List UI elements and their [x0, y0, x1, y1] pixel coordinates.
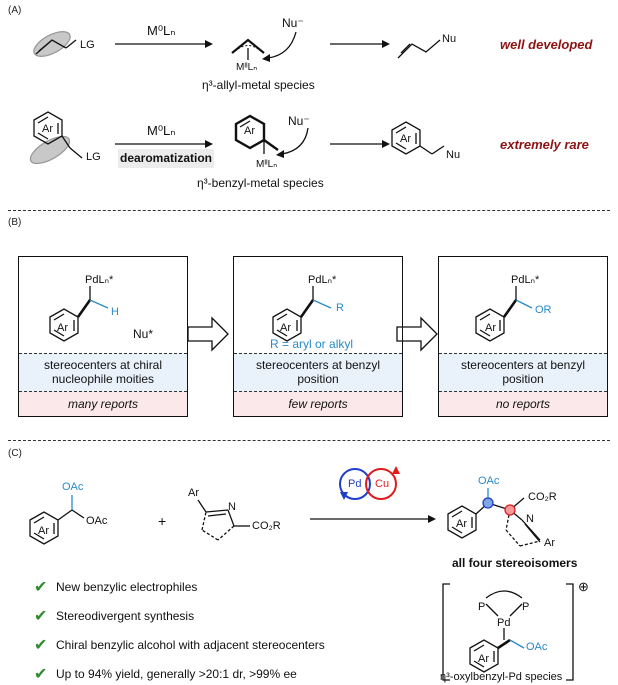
sm2-structure — [197, 499, 250, 541]
check-icon: ✔ — [34, 637, 48, 654]
open-arrow-2 — [396, 316, 438, 352]
panel3-reports: no reports — [439, 392, 607, 416]
sm2-ester: CO₂R — [252, 520, 281, 532]
product-ar-right: Ar — [544, 537, 555, 549]
pd-catalyst: Pd — [348, 478, 362, 490]
panel2-structure — [272, 286, 332, 342]
panel2-ar: Ar — [280, 322, 291, 334]
allyl-metal-complex — [231, 38, 265, 60]
panel2-r-def: R = aryl or alkyl — [270, 337, 354, 351]
panel1-sub: H — [111, 306, 119, 318]
panel2-sub: R — [336, 302, 344, 314]
check-icon: ✔ — [34, 666, 48, 683]
check-icon: ✔ — [34, 579, 48, 596]
panel2-pd: PdLₙ* — [308, 274, 337, 286]
plus-sign: + — [158, 513, 167, 529]
allyl-metal: MᴵᴵLₙ — [236, 62, 258, 73]
benzyl-ar: Ar — [42, 123, 53, 135]
allyl-nu: Nu⁻ — [282, 16, 304, 30]
panel2-band: stereocenters at benzyl position — [234, 353, 402, 392]
benzyl-product-nu: Nu — [446, 149, 461, 161]
sm1-structure — [29, 495, 85, 545]
benzyl-metal-complex — [234, 114, 279, 154]
feature-2: Stereodivergent synthesis — [56, 609, 195, 623]
cu-catalyst: Cu — [375, 478, 390, 490]
section-b-label: (B) — [8, 217, 22, 228]
panel1-reports: many reports — [19, 392, 187, 416]
complex-caption: η³-oxylbenzyl-Pd species — [440, 671, 563, 683]
panel3-structure — [475, 286, 533, 342]
sm1-oac-side: OAc — [86, 515, 108, 527]
product-caption: all four stereoisomers — [452, 556, 578, 570]
sm2-ar: Ar — [188, 487, 199, 499]
feature-3: Chiral benzylic alcohol with adjacent st… — [56, 638, 325, 652]
complex-p-left: P — [478, 601, 486, 613]
panel-1: PdLₙ* Ar H Nu* stereocenters at chiral n… — [18, 256, 188, 417]
panel-2: PdLₙ* Ar R R = aryl or alkyl stereocente… — [233, 256, 403, 417]
feature-4: Up to 94% yield, generally >20:1 dr, >99… — [56, 667, 297, 681]
benzyl-product-ar: Ar — [400, 133, 411, 145]
complex-p-right: P — [522, 601, 530, 613]
nu-attack-arrow-2 — [281, 127, 309, 155]
panel3-ar: Ar — [485, 322, 496, 334]
divider-a-b — [8, 210, 610, 211]
panel3-pd: PdLₙ* — [511, 274, 540, 286]
dearomatization-label: dearomatization — [120, 151, 213, 165]
nu-attack-arrow-1 — [267, 31, 297, 59]
pd-complex-structure — [442, 583, 574, 681]
complex-oac: OAc — [526, 641, 548, 653]
product-ar-left: Ar — [456, 518, 467, 530]
benzyl-product — [391, 121, 445, 155]
section-a-label: (A) — [8, 5, 22, 16]
panel-3: PdLₙ* Ar OR stereocenters at benzyl posi… — [438, 256, 608, 417]
allyl-product-nu: Nu — [442, 33, 457, 45]
sm1-ar: Ar — [38, 525, 49, 537]
panel1-ar: Ar — [57, 322, 68, 334]
benzyl-nu: Nu⁻ — [288, 114, 310, 128]
benzyl-reagent: M⁰Lₙ — [147, 123, 176, 138]
benzyl-lg-label: LG — [86, 151, 101, 163]
allyl-reagent: M⁰Lₙ — [147, 23, 176, 38]
open-arrow-1 — [187, 316, 229, 352]
allyl-species-caption: η³-allyl-metal species — [202, 78, 315, 92]
panel3-sub: OR — [535, 304, 552, 316]
panel2-reports: few reports — [234, 392, 402, 416]
feature-1: New benzylic electrophiles — [56, 580, 198, 594]
panel1-band: stereocenters at chiral nucleophile moit… — [19, 353, 187, 392]
product-oac: OAc — [478, 475, 500, 487]
complex-ar: Ar — [478, 653, 489, 665]
benzyl-substrate — [29, 111, 83, 165]
panel1-structure — [49, 286, 109, 342]
section-c-label: (C) — [8, 448, 22, 459]
allyl-lg-label: LG — [80, 39, 95, 51]
panel1-pd: PdLₙ* — [85, 274, 114, 286]
complex-charge: ⊕ — [578, 579, 589, 594]
allyl-substrate — [33, 31, 77, 57]
sm1-oac-top: OAc — [62, 481, 84, 493]
dearomatization-highlight — [118, 149, 214, 168]
panel1-nu: Nu* — [133, 327, 154, 341]
product-n: N — [526, 513, 534, 525]
check-icon: ✔ — [34, 608, 48, 625]
panel3-band: stereocenters at benzyl position — [439, 353, 607, 392]
allyl-product — [397, 39, 441, 59]
product-ester: CO₂R — [528, 491, 557, 503]
status-extremely-rare: extremely rare — [500, 137, 589, 152]
benzyl-complex-ar: Ar — [244, 125, 255, 137]
divider-b-c — [8, 440, 610, 441]
complex-pd: Pd — [497, 617, 511, 629]
product-structure — [447, 488, 541, 547]
benzyl-species-caption: η³-benzyl-metal species — [197, 176, 324, 190]
catalyst-cycles — [339, 466, 400, 500]
benzyl-metal: MᴵᴵLₙ — [256, 159, 278, 170]
status-well-developed: well developed — [500, 37, 593, 52]
sm2-n: N — [228, 501, 236, 513]
